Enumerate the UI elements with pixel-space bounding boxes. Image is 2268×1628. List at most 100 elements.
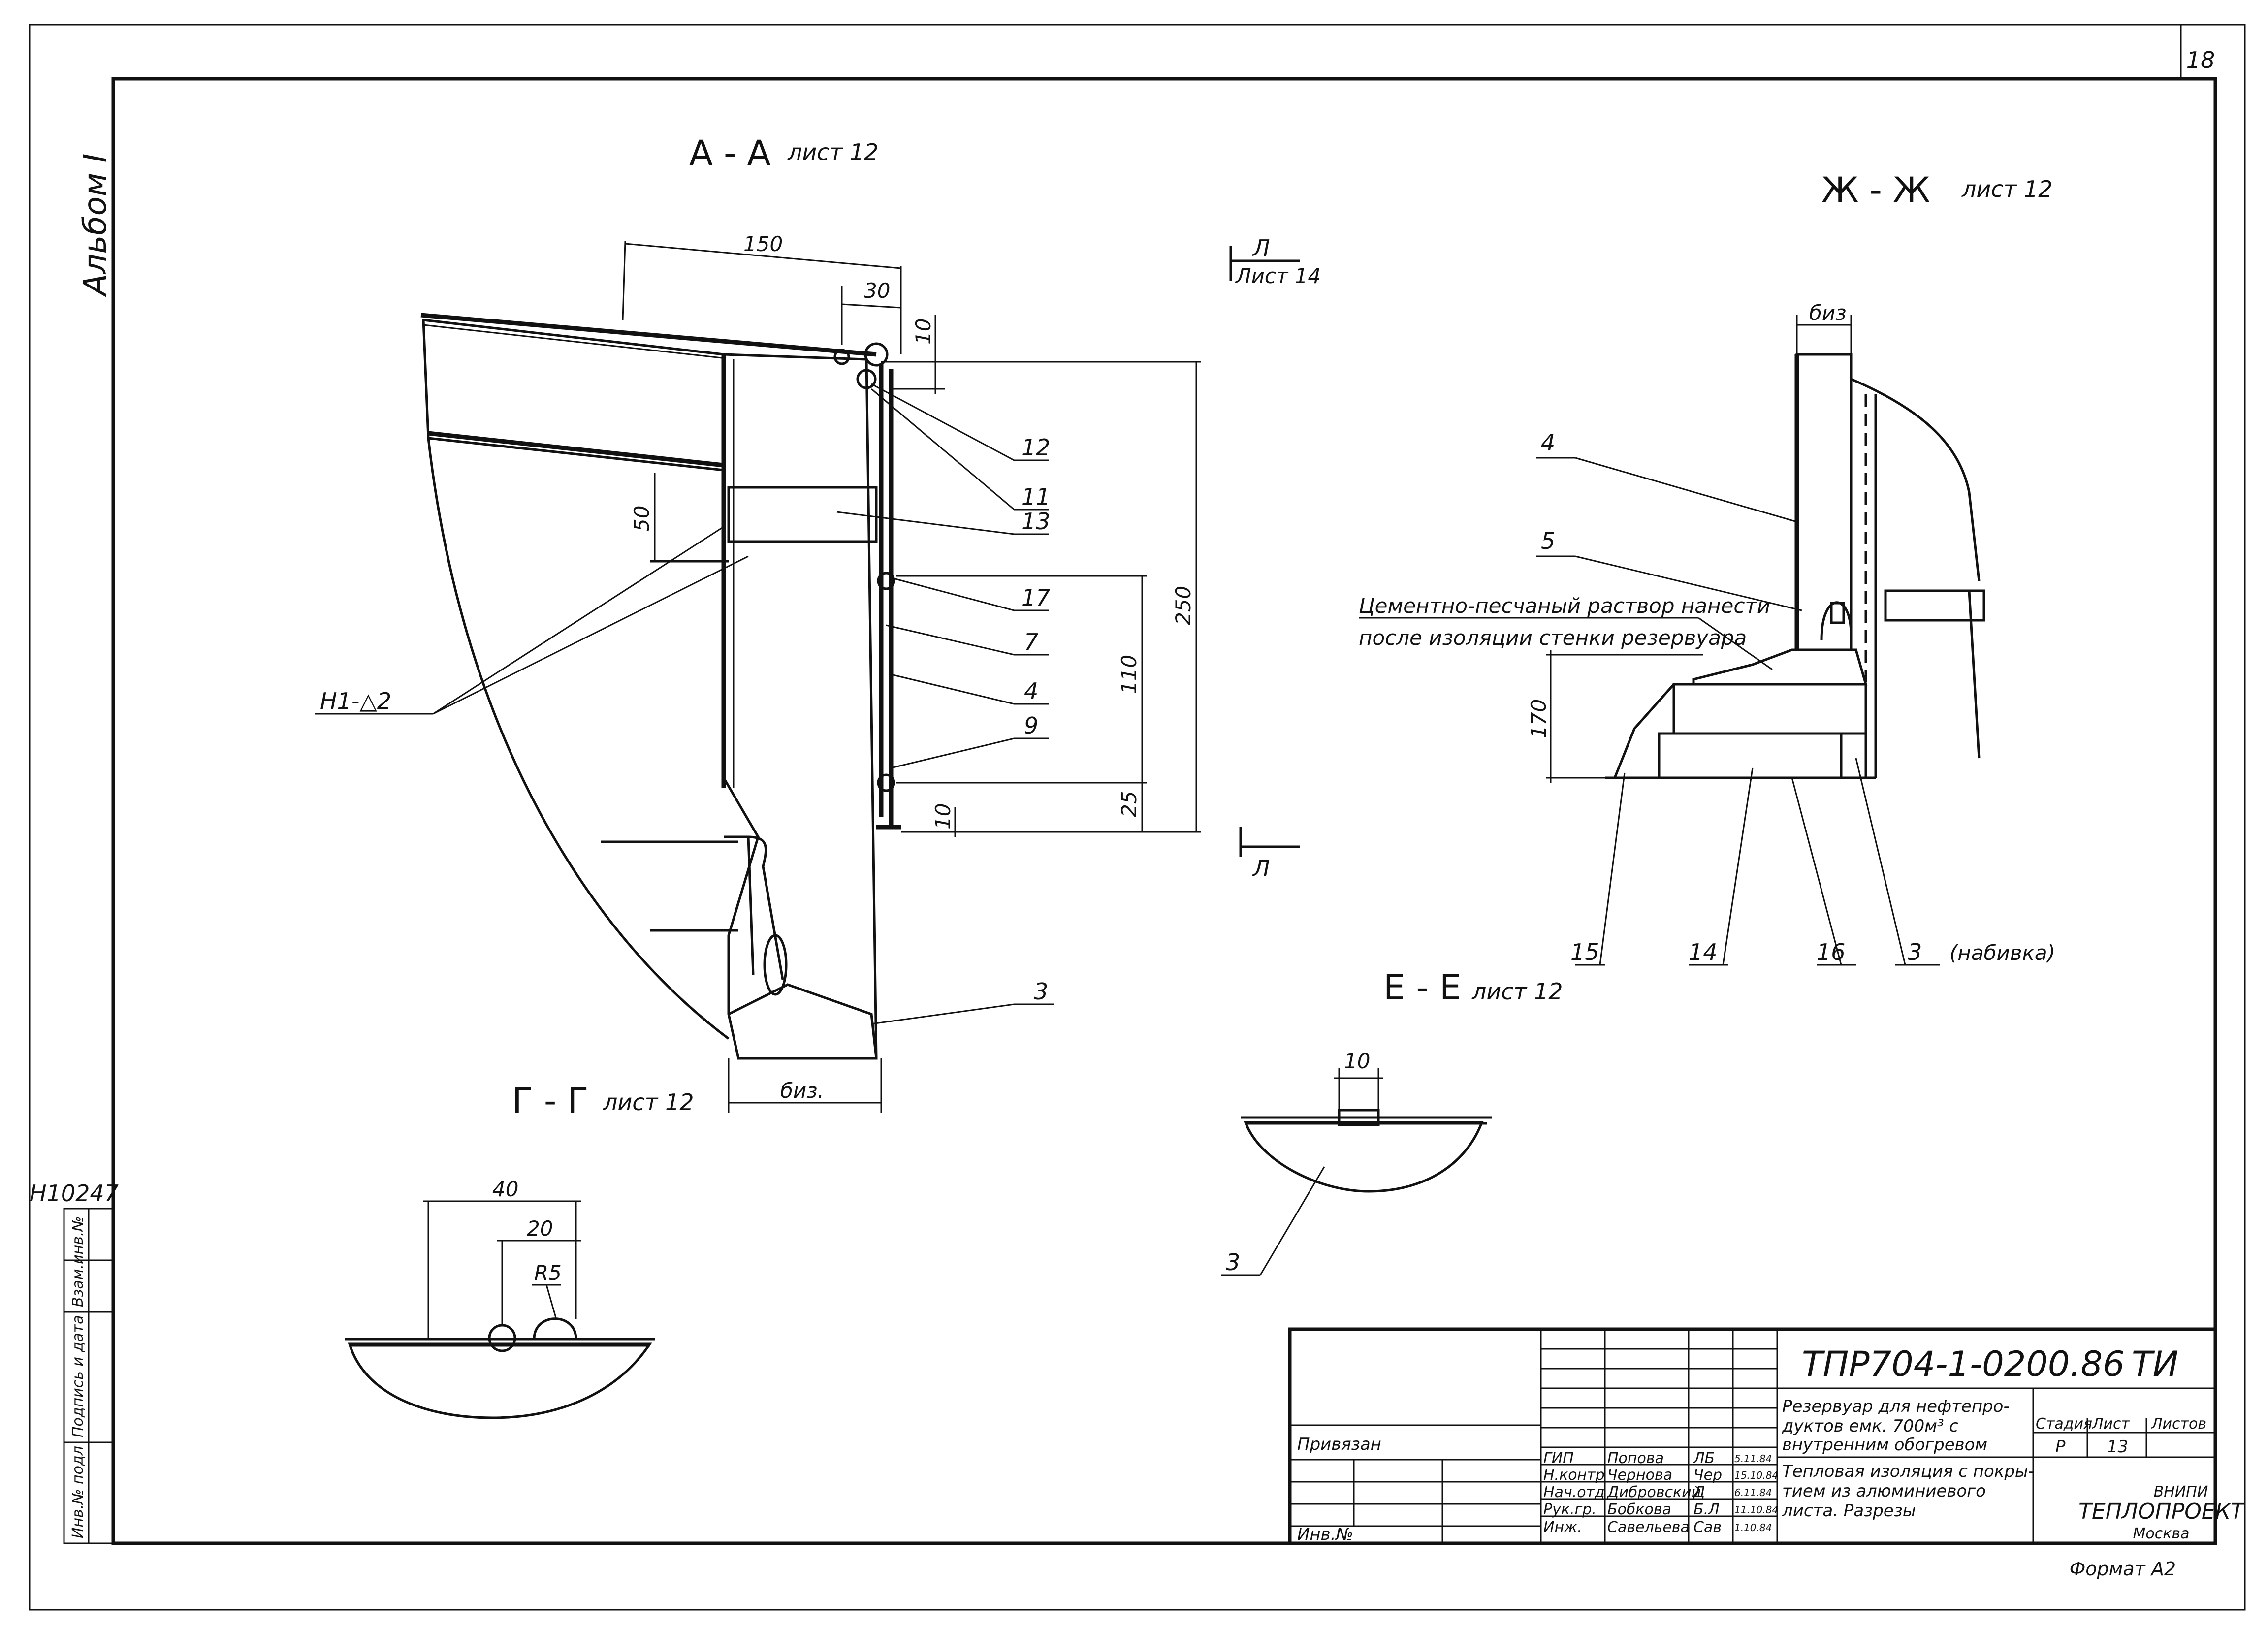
section-aa-title: А - А: [689, 133, 771, 173]
section-zhzh-ref: лист 12: [1961, 176, 2053, 202]
privyazan-label: Привязан: [1297, 1435, 1381, 1454]
sig-sign: ЛБ: [1693, 1450, 1715, 1467]
sig-date: 11.10.84: [1734, 1504, 1778, 1516]
section-ee-title: Е - Е: [1383, 967, 1461, 1008]
dim-30: 30: [864, 279, 890, 303]
sig-row-3: Рук.гр. Бобкова Б.Л 11.10.84: [1543, 1501, 1778, 1518]
sig-row-2: Нач.отд Дибровский Д 6.11.84: [1543, 1484, 1772, 1501]
sig-role: Н.контр: [1543, 1467, 1605, 1484]
org-line-3: Москва: [2133, 1525, 2190, 1542]
tank-wall-outline: [427, 438, 730, 1040]
sheet-title-3: листа. Разрезы: [1782, 1501, 1916, 1521]
sig-date: 6.11.84: [1734, 1487, 1772, 1499]
cut-top-letter: Л: [1252, 235, 1270, 261]
header-sheets: Листов: [2151, 1415, 2206, 1433]
ee-dim-10: 10: [1344, 1049, 1370, 1073]
outer-frame: [29, 24, 2246, 1611]
zhzh-callout-16: 16: [1817, 939, 1846, 965]
zhzh-note-2: после изоляции стенки резервуара: [1359, 626, 1747, 650]
section-zhzh: Ж - Ж лист 12 биз 170 Цементно-песчаный …: [1359, 170, 2055, 966]
sig-sign: Д: [1693, 1484, 1705, 1501]
section-gg-title: Г - Г: [512, 1081, 588, 1121]
section-aa-ref: лист 12: [787, 139, 879, 165]
zhzh-dim-170: 170: [1527, 699, 1551, 738]
header-sheet: Лист: [2092, 1415, 2131, 1433]
section-aa: А - А лист 12: [315, 133, 1321, 1113]
weld-label: Н1-△2: [320, 688, 391, 714]
sig-sign: Б.Л: [1693, 1501, 1720, 1518]
sig-role: ГИП: [1543, 1450, 1574, 1467]
sheet-title-2: тием из алюминиевого: [1782, 1481, 1986, 1501]
sig-role: Инж.: [1543, 1519, 1582, 1536]
sig-row-4: Инж. Савельева Сав 1.10.84: [1543, 1519, 1772, 1536]
section-ee-ref: лист 12: [1471, 978, 1563, 1005]
page-number: 18: [2186, 47, 2215, 73]
ee-body: [1244, 1121, 1484, 1193]
title-block: Привязан Инв.№ ТПР704-1-0200.86 ТИ Резер…: [1288, 1327, 2245, 1545]
stamp-vzam: Взам.инв.№: [69, 1216, 87, 1307]
callout-17: 17: [1022, 584, 1051, 611]
dim-10-top: 10: [911, 319, 935, 345]
callout-12: 12: [1022, 434, 1051, 461]
sig-date: 5.11.84: [1734, 1453, 1772, 1465]
sig-role: Рук.гр.: [1543, 1501, 1597, 1518]
gg-dim-r5: R5: [534, 1261, 562, 1285]
dim-10-bottom: 10: [931, 803, 955, 830]
sig-name: Дибровский: [1606, 1484, 1701, 1501]
sig-row-1: Н.контр Чернова Чер 15.10.84: [1543, 1467, 1778, 1484]
dim-150: 150: [743, 232, 783, 256]
sig-name: Савельева: [1607, 1519, 1690, 1536]
sig-name: Бобкова: [1607, 1501, 1671, 1518]
dim-50: 50: [630, 506, 654, 532]
stamp-inv-podl: Инв.№ подл: [69, 1446, 87, 1538]
zhzh-block-lower: [1658, 732, 1843, 779]
wall-insulation: [722, 353, 878, 1060]
value-stage: Р: [2055, 1437, 2066, 1457]
gg-body: [348, 1342, 652, 1419]
ee-callout-3: 3: [1226, 1249, 1240, 1276]
org-line-2: ТЕПЛОПРОЕКТ: [2078, 1499, 2245, 1524]
doc-type: ТИ: [2132, 1344, 2178, 1384]
dim-25: 25: [1117, 791, 1141, 817]
sig-name: Чернова: [1607, 1467, 1672, 1484]
zhzh-note-1: Цементно-песчаный раствор нанести: [1359, 594, 1770, 618]
zhzh-dim-biz: биз: [1809, 301, 1847, 325]
inventory-number: Н10247: [30, 1180, 119, 1207]
section-ee: Е - Е лист 12 10 3: [1221, 967, 1563, 1276]
sig-date: 1.10.84: [1734, 1522, 1772, 1533]
object-title-1: Резервуар для нефтепро-: [1782, 1397, 2010, 1416]
sheet-title-1: Тепловая изоляция с покры-: [1782, 1462, 2034, 1481]
album-label: Альбом I: [77, 153, 114, 297]
zhzh-callout-3: 3: [1908, 939, 1922, 965]
callout-3-aa: 3: [1034, 978, 1048, 1005]
sig-row-0: ГИП Попова ЛБ 5.11.84: [1543, 1450, 1772, 1467]
dim-110: 110: [1117, 655, 1141, 694]
zhzh-callout-14: 14: [1689, 939, 1718, 965]
org-line-1: ВНИПИ: [2154, 1483, 2208, 1500]
zhzh-callout-4: 4: [1541, 429, 1555, 456]
doc-code: ТПР704-1-0200.86: [1802, 1344, 2125, 1384]
section-zhzh-title: Ж - Ж: [1821, 170, 1930, 210]
section-gg: Г - Г лист 12 40 20 R5: [345, 1081, 694, 1419]
inv-label: Инв.№: [1297, 1525, 1353, 1544]
callout-7: 7: [1024, 629, 1038, 655]
value-sheet: 13: [2107, 1437, 2128, 1457]
object-title-2: дуктов емк. 700м³ с: [1782, 1416, 1958, 1436]
zhzh-callout-15: 15: [1570, 939, 1599, 965]
sig-date: 15.10.84: [1734, 1469, 1778, 1481]
sig-sign: Сав: [1693, 1519, 1722, 1536]
gg-dim-20: 20: [527, 1216, 553, 1241]
format-label: Формат А2: [2070, 1558, 2176, 1580]
zhzh-callout-3-note: (набивка): [1949, 941, 2055, 965]
callout-9: 9: [1024, 712, 1038, 739]
callout-11: 11: [1022, 483, 1051, 510]
stamp-podpis: Подпись и дата: [69, 1315, 87, 1438]
object-title-3: внутренним обогревом: [1782, 1435, 1987, 1455]
dim-250: 250: [1171, 586, 1195, 625]
cut-bottom-letter: Л: [1252, 855, 1270, 882]
sig-role: Нач.отд: [1543, 1484, 1605, 1501]
zhzh-callout-5: 5: [1541, 528, 1555, 554]
section-gg-ref: лист 12: [603, 1089, 694, 1116]
callout-13: 13: [1022, 508, 1051, 535]
